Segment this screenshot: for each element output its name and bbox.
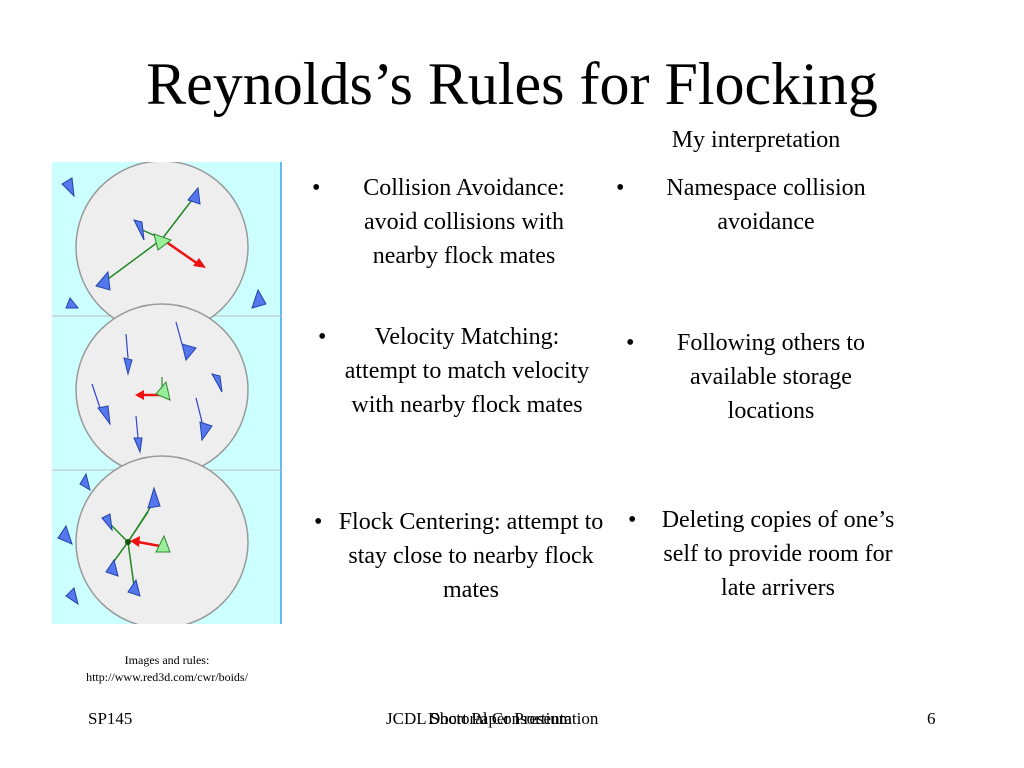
focal-boid — [153, 233, 173, 251]
velocity-line — [125, 333, 129, 359]
boids-illustration — [52, 162, 282, 624]
velocity-line — [195, 397, 203, 423]
steering-arrow — [161, 237, 199, 266]
interpretation-namespace: • Namespace collision avoidance — [616, 171, 892, 239]
interpretation-text: Namespace collision avoidance — [666, 175, 866, 235]
boid — [187, 186, 201, 205]
boid — [65, 587, 79, 606]
steering-arrowhead — [130, 536, 140, 547]
focal-boid — [155, 380, 171, 401]
rule-text: Collision Avoidance: avoid collisions wi… — [363, 175, 565, 269]
interpretation-text: Following others to available storage lo… — [676, 330, 865, 424]
bullet-glyph: • — [314, 509, 323, 535]
velocity-line — [91, 383, 101, 409]
boid — [61, 177, 75, 198]
bullet-glyph: • — [318, 324, 327, 350]
boid — [181, 343, 197, 362]
boid — [251, 288, 267, 309]
bullet-glyph: • — [312, 175, 321, 201]
boid — [123, 357, 133, 376]
boid — [101, 513, 113, 532]
bullet-glyph: • — [628, 507, 637, 533]
interpretation-text: Deleting copies of one’s self to provide… — [661, 507, 895, 601]
rule-text: Velocity Matching: attempt to match velo… — [344, 324, 590, 418]
steering-arrowhead — [135, 390, 144, 400]
neighbor-line — [103, 238, 163, 283]
neighbor-line — [127, 507, 151, 543]
velocity-line — [135, 415, 139, 439]
boid — [57, 524, 73, 545]
boid — [147, 486, 161, 509]
interpretation-deleting: • Deleting copies of one’s self to provi… — [628, 503, 904, 605]
rule-collision-avoidance: • Collision Avoidance: avoid collisions … — [312, 171, 592, 273]
footer-left: SP145 — [88, 709, 133, 728]
interpretation-heading: My interpretation — [671, 127, 841, 153]
image-credit: Images and rules: http://www.red3d.com/c… — [52, 652, 282, 686]
footer-center-b: Doctoral Consortium — [428, 709, 573, 728]
boid — [211, 373, 223, 393]
rule-text: Flock Centering: attempt to stay close t… — [338, 509, 604, 603]
interpretation-following: • Following others to available storage … — [626, 326, 892, 428]
rule-flock-centering: • Flock Centering: attempt to stay close… — [314, 505, 604, 607]
steering-arrowhead — [193, 258, 206, 268]
flock-center-point — [125, 539, 131, 545]
credit-label: Images and rules: — [124, 653, 210, 667]
boid — [97, 405, 111, 426]
neighbor-line — [127, 541, 135, 587]
focal-boid — [155, 534, 171, 553]
bullet-glyph: • — [626, 330, 635, 356]
panel-edge — [280, 162, 282, 624]
footer-center-a: JCDL Short Paper Presentation — [386, 709, 599, 728]
boid — [133, 219, 145, 241]
slide-title: Reynolds’s Rules for Flocking — [146, 51, 878, 117]
boid — [199, 421, 213, 442]
footer-page-number: 6 — [927, 709, 936, 728]
credit-url: http://www.red3d.com/cwr/boids/ — [86, 670, 248, 684]
boid — [65, 297, 80, 309]
steering-arrow — [137, 540, 161, 548]
boid — [127, 578, 141, 597]
boid — [79, 472, 91, 492]
neighbor-line — [161, 199, 193, 240]
boid — [133, 437, 143, 454]
velocity-line — [175, 321, 183, 345]
boid — [95, 270, 111, 291]
boid — [105, 558, 119, 577]
bullet-glyph: • — [616, 175, 625, 201]
rule-velocity-matching: • Velocity Matching: attempt to match ve… — [318, 320, 592, 422]
neighbor-line — [111, 541, 129, 565]
